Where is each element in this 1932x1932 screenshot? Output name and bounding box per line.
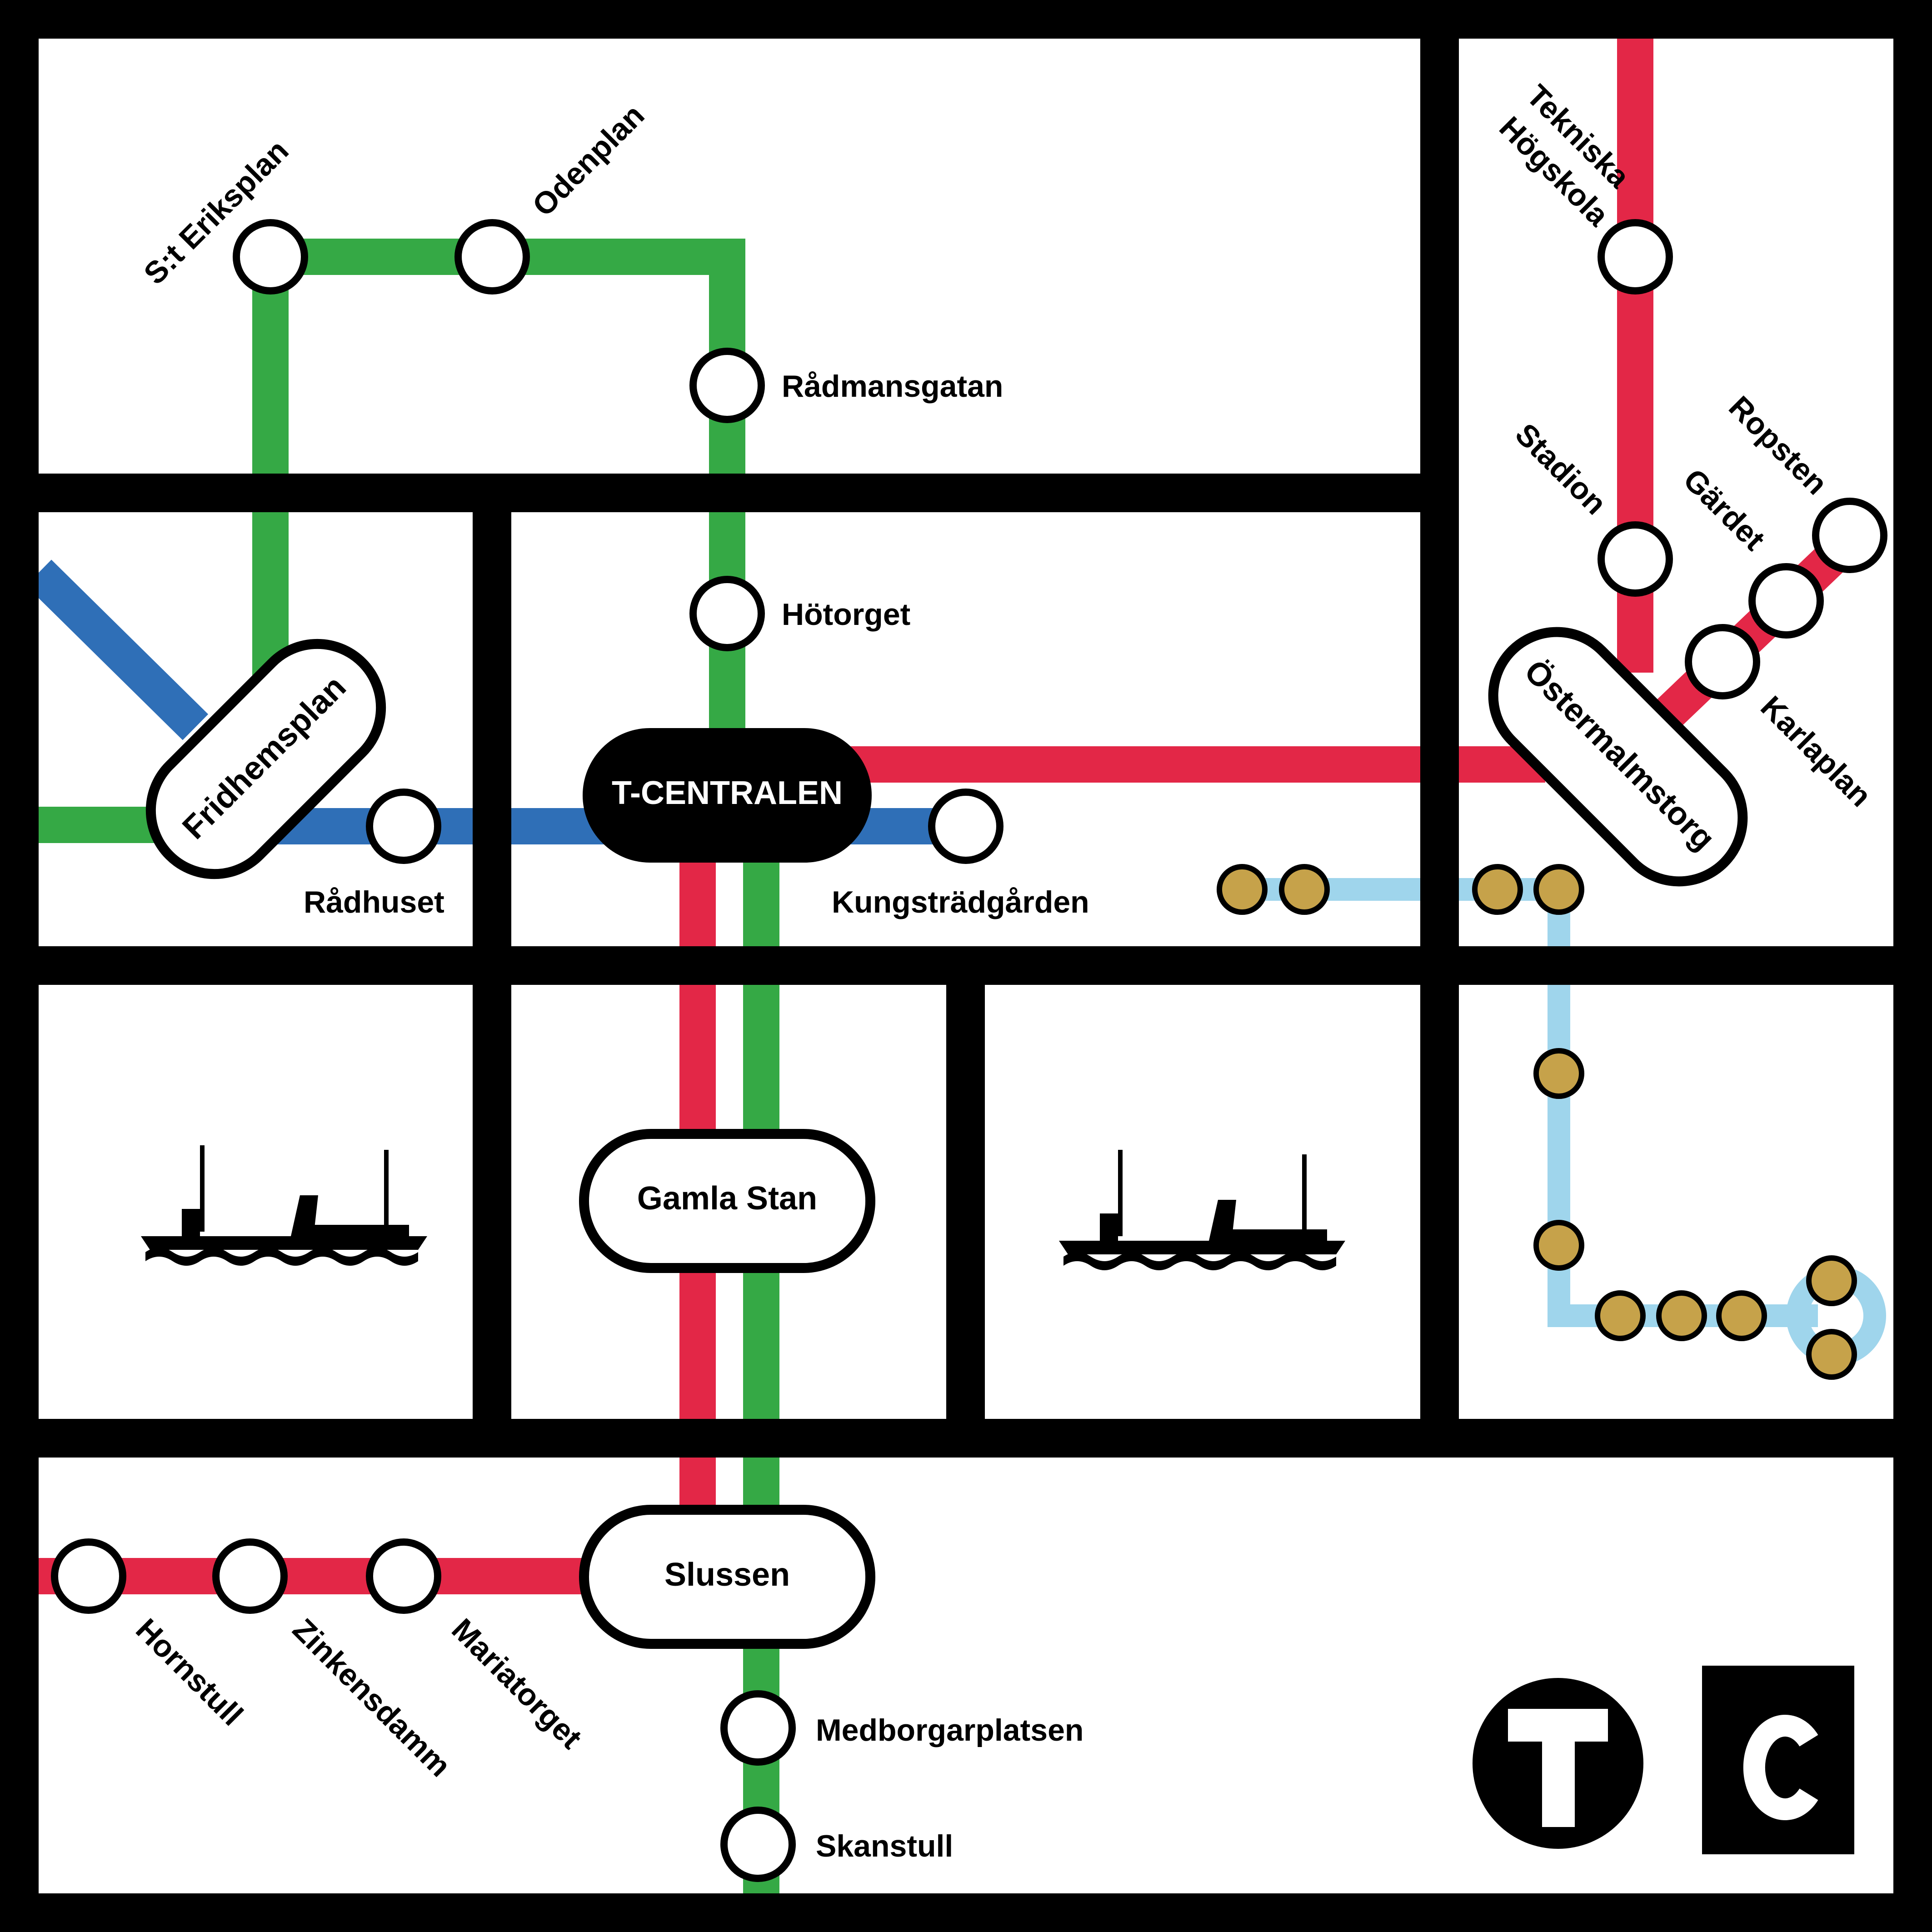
hub-slussen[interactable] bbox=[579, 1505, 875, 1649]
station-medborgarplatsen[interactable] bbox=[720, 1690, 796, 1766]
hub-label-t-centralen: T-CENTRALEN bbox=[612, 775, 843, 811]
tram-stop[interactable] bbox=[1472, 864, 1523, 915]
station-hotorget[interactable] bbox=[689, 576, 765, 651]
hub-t-centralen[interactable] bbox=[583, 728, 872, 863]
hub-fridhemsplan[interactable] bbox=[125, 618, 407, 900]
tram-stop[interactable] bbox=[1806, 1329, 1857, 1380]
station-zinkensdamm[interactable] bbox=[212, 1538, 288, 1614]
tram-stops bbox=[1217, 864, 1857, 1380]
station-odenplan[interactable] bbox=[454, 219, 530, 295]
tram-stop[interactable] bbox=[1716, 1290, 1767, 1341]
hub-label-gamla-stan: Gamla Stan bbox=[637, 1180, 817, 1217]
tram-stop[interactable] bbox=[1806, 1255, 1857, 1306]
station-gardet[interactable] bbox=[1748, 563, 1824, 639]
station-radhuset[interactable] bbox=[366, 789, 441, 864]
station-hornstull[interactable] bbox=[51, 1538, 126, 1614]
label-radhuset: Rådhuset bbox=[304, 885, 444, 919]
hub-label-slussen: Slussen bbox=[664, 1557, 790, 1593]
station-radmansgatan[interactable] bbox=[689, 348, 765, 423]
hub-ostermalmstorg[interactable] bbox=[1467, 606, 1769, 908]
station-st-eriksplan[interactable] bbox=[233, 219, 308, 295]
label-kungstradgarden: Kungsträdgården bbox=[832, 885, 1089, 919]
station-kungstradgarden[interactable] bbox=[928, 789, 1003, 864]
station-tekniska-hogskola[interactable] bbox=[1598, 219, 1673, 295]
station-mariatorget[interactable] bbox=[366, 1538, 441, 1614]
station-ropsten[interactable] bbox=[1812, 498, 1887, 573]
label-medborgarplatsen: Medborgarplatsen bbox=[816, 1713, 1083, 1747]
hub-gamla-stan[interactable] bbox=[579, 1129, 875, 1273]
metro-logo-icon bbox=[1473, 1678, 1643, 1849]
station-stadion[interactable] bbox=[1598, 521, 1673, 597]
label-radmansgatan: Rådmansgatan bbox=[782, 369, 1003, 404]
tram-stop[interactable] bbox=[1533, 1048, 1584, 1099]
tram-stop[interactable] bbox=[1217, 864, 1268, 915]
commuter-logo-icon bbox=[1702, 1666, 1854, 1854]
tram-stop[interactable] bbox=[1533, 1220, 1584, 1271]
label-skanstull: Skanstull bbox=[816, 1829, 953, 1863]
station-karlaplan[interactable] bbox=[1685, 624, 1760, 699]
tram-stop[interactable] bbox=[1656, 1290, 1707, 1341]
tram-stop[interactable] bbox=[1533, 864, 1584, 915]
label-hotorget: Hötorget bbox=[782, 597, 910, 632]
station-skanstull[interactable] bbox=[720, 1807, 796, 1882]
tram-stop[interactable] bbox=[1595, 1290, 1646, 1341]
tram-stop[interactable] bbox=[1279, 864, 1330, 915]
